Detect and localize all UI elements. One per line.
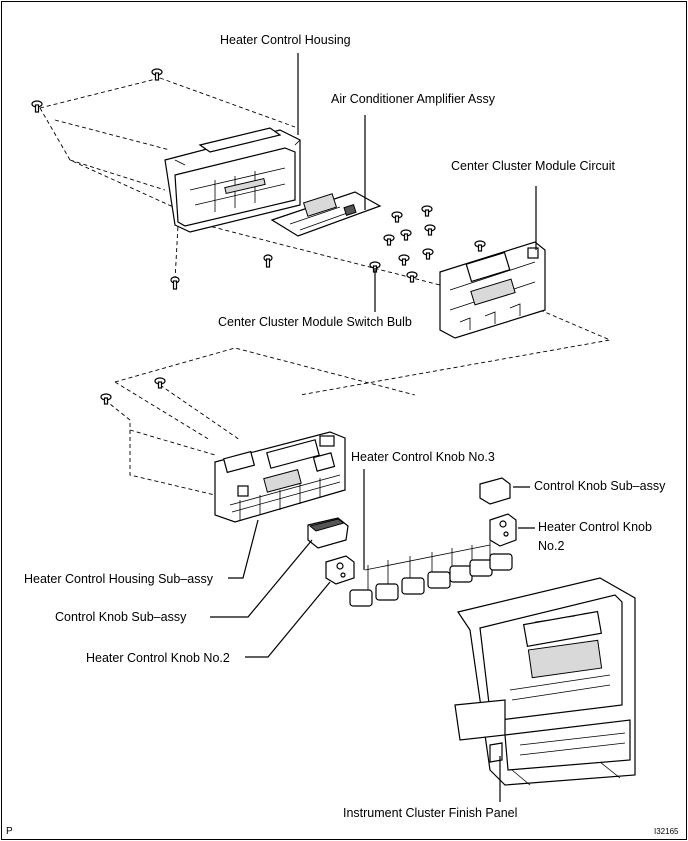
assembly-guide-lines-top <box>39 77 612 396</box>
center-cluster-module-circuit-drawing <box>439 241 546 339</box>
figure-id: I32165 <box>654 827 679 836</box>
label-heater-control-knob-no3: Heater Control Knob No.3 <box>351 450 495 464</box>
label-ac-amplifier-assy: Air Conditioner Amplifier Assy <box>331 92 495 106</box>
heater-control-housing-drawing <box>164 127 301 233</box>
label-heater-control-knob-no2-right-line1: Heater Control Knob <box>538 520 652 534</box>
control-knob-sub-assy-left-drawing <box>307 517 349 549</box>
label-center-cluster-module-switch-bulb: Center Cluster Module Switch Bulb <box>218 315 412 329</box>
label-heater-control-housing-sub-assy: Heater Control Housing Sub–assy <box>24 572 213 586</box>
label-heater-control-knob-no2-right-line2: No.2 <box>538 539 565 553</box>
label-control-knob-sub-assy-left: Control Knob Sub–assy <box>55 610 187 624</box>
corner-mark-p: P <box>6 826 13 837</box>
label-heater-control-housing: Heater Control Housing <box>220 33 351 47</box>
screws <box>31 68 486 405</box>
heater-control-knob-no2-right-drawing <box>489 513 517 547</box>
label-heater-control-knob-no2-left: Heater Control Knob No.2 <box>86 651 230 665</box>
heater-control-knob-no3-row-drawing <box>349 541 513 607</box>
heater-control-knob-no2-left-drawing <box>325 555 355 585</box>
assembly-guide-lines-middle <box>104 347 416 496</box>
label-control-knob-sub-assy-right: Control Knob Sub–assy <box>534 479 666 493</box>
heater-control-housing-sub-assy-drawing <box>214 431 346 523</box>
control-knob-sub-assy-right-drawing <box>479 477 511 505</box>
label-instrument-cluster-finish-panel: Instrument Cluster Finish Panel <box>343 806 518 820</box>
leader-lines <box>210 53 537 802</box>
instrument-cluster-finish-panel-drawing <box>454 577 636 786</box>
ac-amplifier-drawing <box>270 191 382 237</box>
label-center-cluster-module-circuit: Center Cluster Module Circuit <box>451 159 615 173</box>
